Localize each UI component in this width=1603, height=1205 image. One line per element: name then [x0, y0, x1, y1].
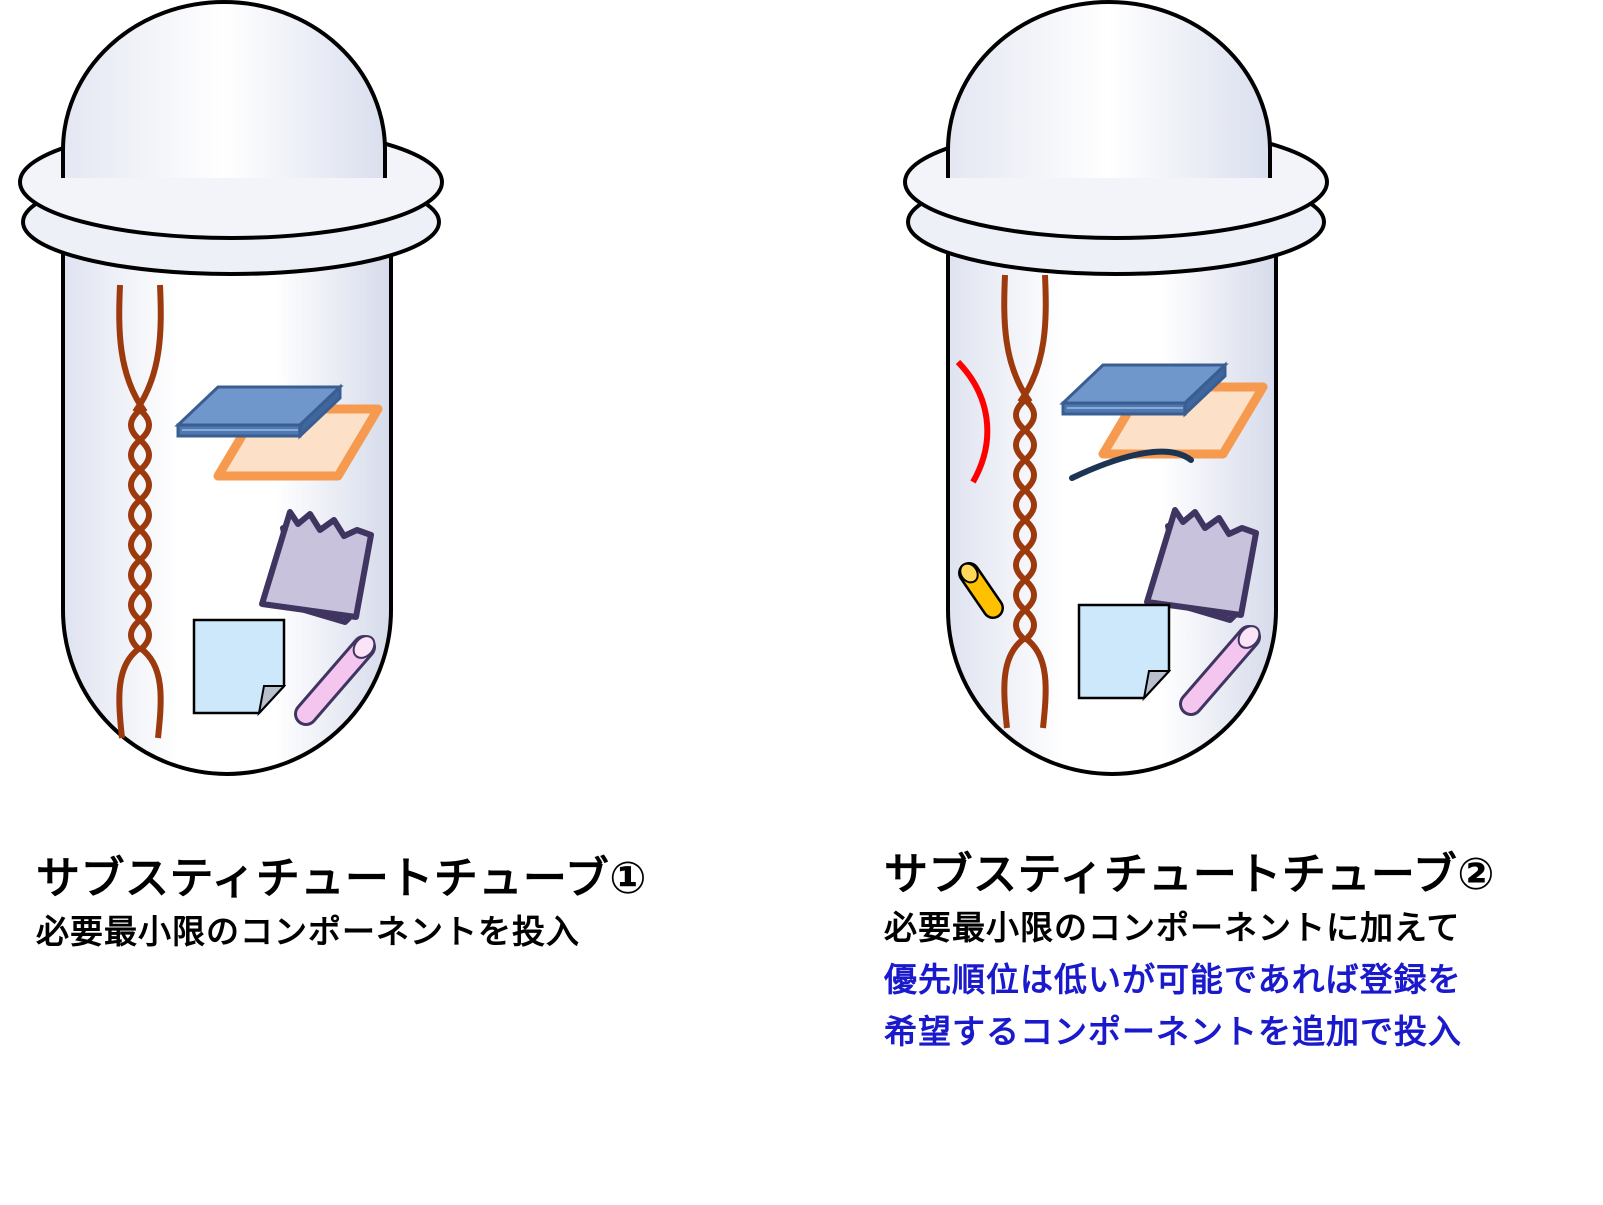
tube-1 — [18, 0, 444, 776]
tube-2-description-line-3: 希望するコンポーネントを追加で投入 — [884, 1012, 1462, 1051]
tube-2-description-line-2: 優先順位は低いが可能であれば登録を — [884, 960, 1462, 999]
tube-2-title: サブスティチュートチューブ② — [884, 849, 1495, 900]
tube-2-navy-wire — [1069, 448, 1194, 481]
tube-2-description-line-1: 必要最小限のコンポーネントに加えて — [884, 908, 1461, 947]
tube-1-caption: サブスティチュートチューブ① 必要最小限のコンポーネントを投入 — [36, 852, 647, 958]
tube-1-title: サブスティチュートチューブ① — [36, 853, 647, 904]
tube-2-yellow-capsule — [958, 562, 1004, 619]
tube-1-description: 必要最小限のコンポーネントを投入 — [36, 912, 580, 951]
tube-2-red-wire — [955, 359, 991, 484]
tube-1-sticky-note — [192, 618, 286, 715]
tube-2-sticky-note — [1077, 603, 1171, 700]
tube-2 — [903, 0, 1329, 776]
tube-2-caption: サブスティチュートチューブ② 必要最小限のコンポーネントに加えて 優先順位は低い… — [884, 848, 1495, 1058]
